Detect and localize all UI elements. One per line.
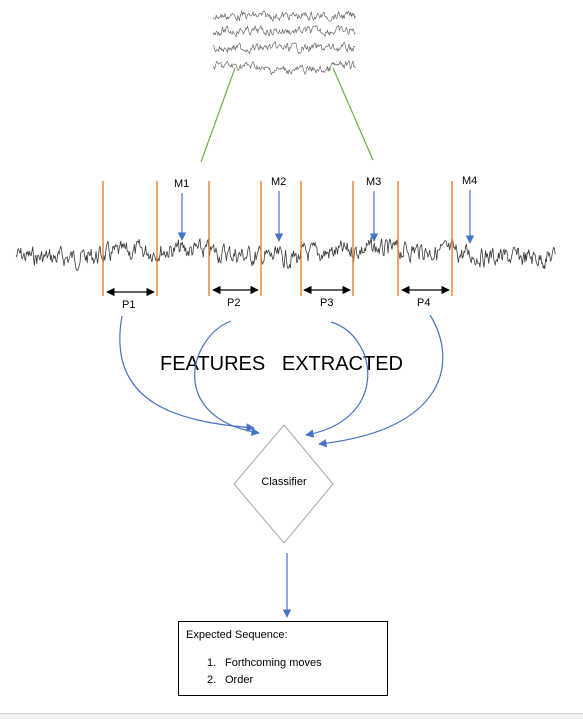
list-item: 2.Order xyxy=(207,674,254,686)
period-markers: P1 P2 P3 P4 xyxy=(106,285,450,311)
expected-sequence-title: Expected Sequence: xyxy=(186,629,288,641)
period-label-p1: P1 xyxy=(122,299,135,311)
movement-markers: M1 M2 M3 M4 xyxy=(174,175,477,244)
curved-arrow-icon xyxy=(305,321,369,438)
feature-flow-arrows xyxy=(119,314,444,448)
period-label-p4: P4 xyxy=(417,297,430,309)
zoom-line-right xyxy=(332,67,374,161)
movement-label-m1: M1 xyxy=(174,178,189,190)
eeg-signal-trace xyxy=(15,237,556,271)
expected-sequence-list: 1.Forthcoming moves 2.Order xyxy=(207,655,322,689)
features-extracted-label: FEATURES EXTRACTED xyxy=(160,353,403,375)
movement-label-m3: M3 xyxy=(366,176,381,188)
classifier-diamond xyxy=(233,424,334,544)
list-item: 1.Forthcoming moves xyxy=(207,657,322,669)
eeg-channel-line xyxy=(212,24,356,38)
movement-label-m2: M2 xyxy=(271,176,286,188)
curved-arrow-icon xyxy=(194,320,260,436)
curved-arrow-icon xyxy=(119,315,255,432)
eeg-trace-line xyxy=(15,237,556,271)
period-label-p2: P2 xyxy=(227,297,240,309)
curved-arrow-icon xyxy=(318,314,444,448)
expected-sequence-box: Expected Sequence: 1.Forthcoming moves 2… xyxy=(178,621,388,696)
eeg-channel-line xyxy=(212,59,356,76)
eeg-channel-line xyxy=(212,10,356,22)
movement-label-m4: M4 xyxy=(462,175,477,187)
eeg-channel-line xyxy=(212,41,356,55)
page-bottom-bar xyxy=(0,713,583,719)
classifier-label: Classifier xyxy=(261,476,307,488)
period-label-p3: P3 xyxy=(320,297,333,309)
segment-markers xyxy=(102,181,453,296)
eeg-channel-snippets xyxy=(212,10,356,76)
zoom-line-left xyxy=(200,67,236,163)
